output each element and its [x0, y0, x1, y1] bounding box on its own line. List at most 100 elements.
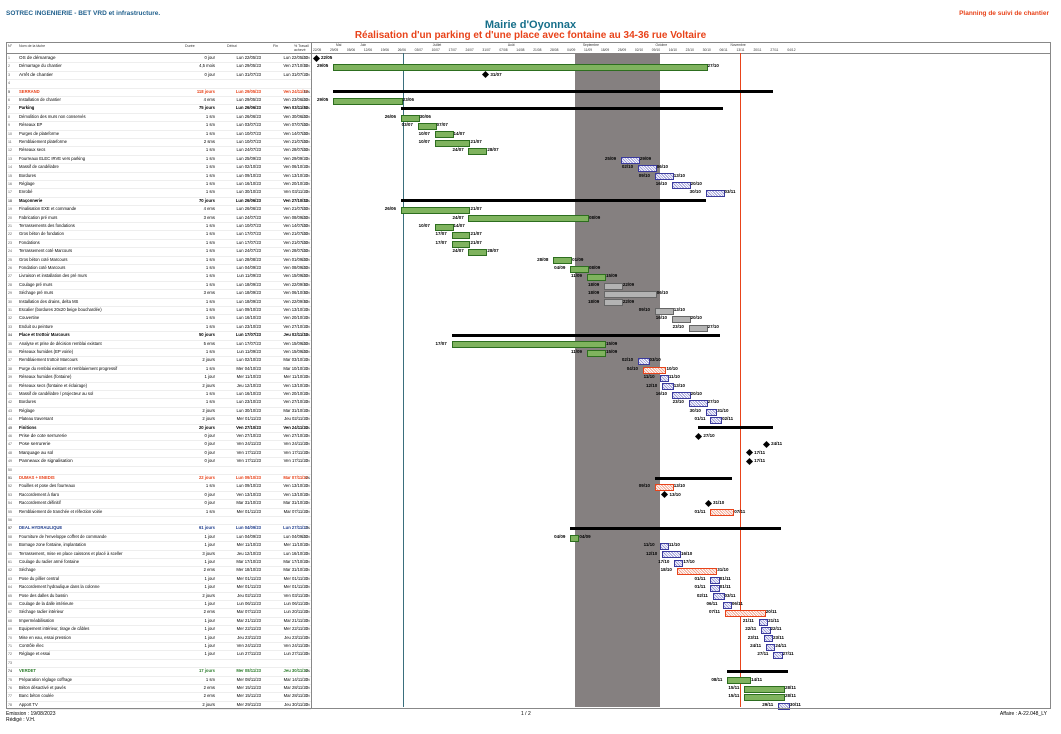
- table-row[interactable]: 56: [7, 516, 311, 526]
- task-bar[interactable]: [654, 484, 674, 492]
- milestone-marker[interactable]: [694, 432, 702, 440]
- task-bar[interactable]: [468, 248, 488, 256]
- task-bar[interactable]: [722, 601, 732, 609]
- task-bar[interactable]: [744, 694, 786, 702]
- task-bar[interactable]: [705, 190, 725, 198]
- summary-bar[interactable]: [332, 90, 774, 94]
- task-bar[interactable]: [710, 576, 720, 584]
- task-bar[interactable]: [705, 408, 718, 416]
- milestone-marker[interactable]: [745, 457, 753, 465]
- task-bar[interactable]: [662, 551, 681, 559]
- task-bar[interactable]: [468, 215, 590, 223]
- task-bar[interactable]: [671, 316, 691, 324]
- milestone-marker[interactable]: [704, 499, 712, 507]
- task-bar[interactable]: [712, 593, 725, 601]
- task-bar[interactable]: [332, 97, 403, 105]
- task-bar[interactable]: [637, 358, 650, 366]
- task-bar[interactable]: [417, 122, 437, 130]
- summary-bar[interactable]: [654, 476, 733, 480]
- task-bar[interactable]: [553, 257, 573, 265]
- task-bar[interactable]: [332, 64, 708, 72]
- table-row[interactable]: 50: [7, 466, 311, 475]
- task-bar[interactable]: [587, 274, 606, 282]
- task-bar[interactable]: [710, 416, 723, 424]
- task-bar[interactable]: [654, 173, 674, 181]
- task-bar[interactable]: [587, 349, 606, 357]
- table-row[interactable]: 4: [7, 79, 311, 89]
- task-bar[interactable]: [773, 652, 783, 660]
- task-bar[interactable]: [400, 206, 471, 214]
- task-bar[interactable]: [603, 282, 623, 290]
- task-bar[interactable]: [570, 265, 590, 273]
- task-bar[interactable]: [688, 400, 708, 408]
- task-bar[interactable]: [434, 139, 471, 147]
- task-bar[interactable]: [676, 568, 718, 576]
- summary-bar[interactable]: [400, 199, 706, 203]
- task-bar[interactable]: [451, 232, 471, 240]
- summary-bar[interactable]: [727, 669, 788, 673]
- task-bar[interactable]: [724, 610, 766, 618]
- task-bar[interactable]: [710, 584, 720, 592]
- milestone-marker[interactable]: [660, 491, 669, 499]
- task-bar[interactable]: [744, 685, 786, 693]
- milestone-marker[interactable]: [481, 71, 489, 79]
- task-bar[interactable]: [761, 626, 771, 634]
- task-bar[interactable]: [674, 559, 684, 567]
- summary-bar[interactable]: [400, 106, 723, 110]
- task-bar[interactable]: [620, 156, 640, 164]
